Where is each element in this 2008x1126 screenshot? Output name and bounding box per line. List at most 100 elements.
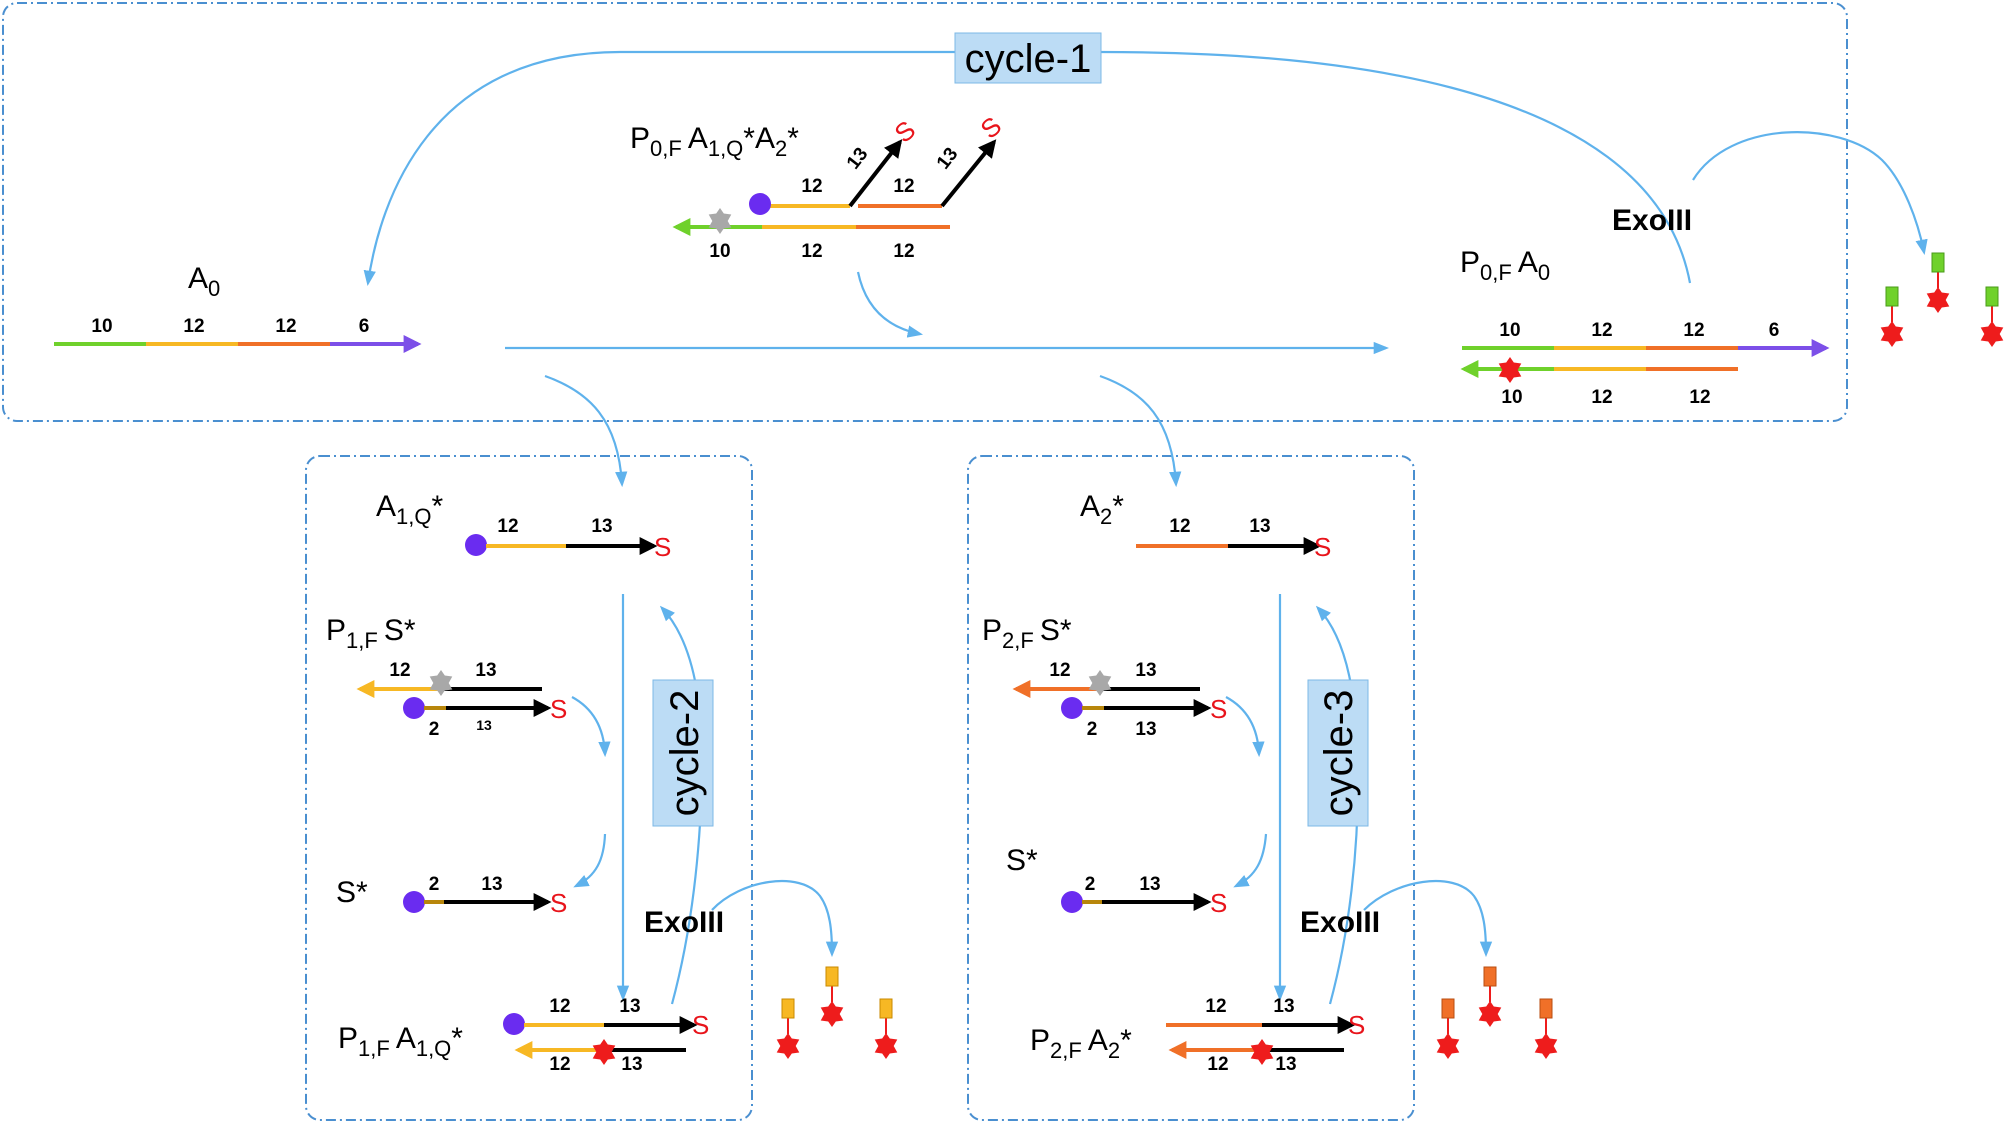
signal-s-label: S [654,532,671,562]
seg-label: 2 [429,874,440,895]
a2-label: A2* [1080,490,1124,529]
quencher-icon [403,891,425,913]
signal-s-label: S [975,110,1008,144]
signal-s-label: S [550,888,567,918]
s-star-strand-3: S 2 13 [1061,874,1227,918]
p1f-a1q-complex: S 12 13 12 13 [503,996,709,1075]
cycle2-frame [305,455,753,1121]
quencher-icon [1061,697,1083,719]
seg-label: 12 [1169,516,1190,537]
seg-label: 12 [801,241,822,262]
seg-label: 12 [497,516,518,537]
p2f-s-complex: 12 13 S 2 13 [1012,660,1227,740]
s-star-strand: S 2 13 [403,874,567,918]
p0f-a0-complex: 10 12 12 6 10 12 12 [1460,320,1830,408]
quencher-icon [1061,891,1083,913]
a0-seg-2: 12 [183,316,204,337]
seg-label: 13 [1249,516,1270,537]
cycle3-exo-arrow [1363,879,1493,958]
seg-label: 13 [933,144,963,174]
p0f-a1q-a2-complex: S S 12 12 13 13 10 12 12 [672,110,1008,262]
seg-label: 12 [1205,996,1226,1017]
signal-s-label: S [1348,1010,1365,1040]
seg-label: 12 [801,176,822,197]
seg-label: 13 [1139,874,1160,895]
seg-label: 12 [1049,660,1070,681]
seg-label: 13 [476,717,492,733]
a2-strand: S 12 13 [1136,516,1331,562]
seg-label: 13 [475,660,496,681]
quencher-icon [503,1013,525,1035]
seg-label: 13 [481,874,502,895]
quenched-fluorophore-icon [429,670,453,696]
cycle2-exo-arrow [711,879,839,958]
signal-s-label: S [550,694,567,724]
cycle1-to-cycle3-arrow [1099,374,1182,488]
signal-s-label: S [1314,532,1331,562]
seg-label: 2 [429,719,440,740]
a1q-strand: S 12 13 [465,516,671,562]
seg-label: 2 [1085,874,1096,895]
seg-label: 13 [1135,660,1156,681]
seg-label: 13 [619,996,640,1017]
seg-label: 13 [843,144,873,174]
cycle2-label: cycle-2 [663,690,707,817]
cycle3-label-box [1307,679,1369,827]
cycle3-exo-label: ExoIII [1300,906,1380,939]
cycle3-release-arrow [1233,833,1268,888]
released-fragments-yellow [776,966,898,1059]
seg-label: 13 [621,1054,642,1075]
seg-label: 12 [549,1054,570,1075]
a0-seg-4: 6 [359,316,370,337]
seg-label: 13 [1273,996,1294,1017]
seg-label: 12 [1207,1054,1228,1075]
seg-label: 10 [1501,387,1522,408]
cycle1-input-arrow [856,271,924,338]
signal-s-label: S [1210,888,1227,918]
a0-seg-1: 10 [91,316,112,337]
p2f-a2-complex: S 12 13 12 13 [1166,996,1365,1075]
seg-label: 13 [591,516,612,537]
seg-label: 12 [1591,320,1612,341]
cycle1-to-cycle2-arrow [544,374,628,488]
seg-label: 13 [1135,719,1156,740]
quencher-icon [465,534,487,556]
p1f-s-complex: 12 13 S 2 13 [356,660,567,740]
seg-label: 2 [1087,719,1098,740]
seg-label: 12 [549,996,570,1017]
seg-label: 12 [389,660,410,681]
cycle1-frame [2,2,1848,422]
cycle3-frame [967,455,1415,1121]
cycle3-label: cycle-3 [1317,690,1361,817]
s-star-label: S* [336,876,368,909]
s-star-label-3: S* [1006,844,1038,877]
seg-label: 12 [1591,387,1612,408]
seg-label: 6 [1769,320,1780,341]
cycle2-release-arrow [573,833,607,888]
signal-s-label: S [889,114,922,148]
cycle1-label-box [954,32,1102,84]
seg-label: 13 [1275,1054,1296,1075]
a1q-label: A1,Q* [376,490,443,529]
quencher-icon [403,697,425,719]
seg-label: 10 [1499,320,1520,341]
cycle1-exo-arrow [1692,131,1928,256]
seg-label: 12 [893,241,914,262]
a0-strand: 10 12 12 6 [54,316,422,353]
a0-seg-3: 12 [275,316,296,337]
quenched-fluorophore-icon [708,208,732,234]
cycle2-step-arrow [571,696,611,758]
signal-s-label: S [1210,694,1227,724]
seg-label: 12 [1689,387,1710,408]
a0-label: A0 [188,262,220,301]
released-fragments-green [1880,252,2004,347]
cycle1-return-arrow [363,50,1692,287]
cycle1-label: cycle-1 [965,37,1092,81]
